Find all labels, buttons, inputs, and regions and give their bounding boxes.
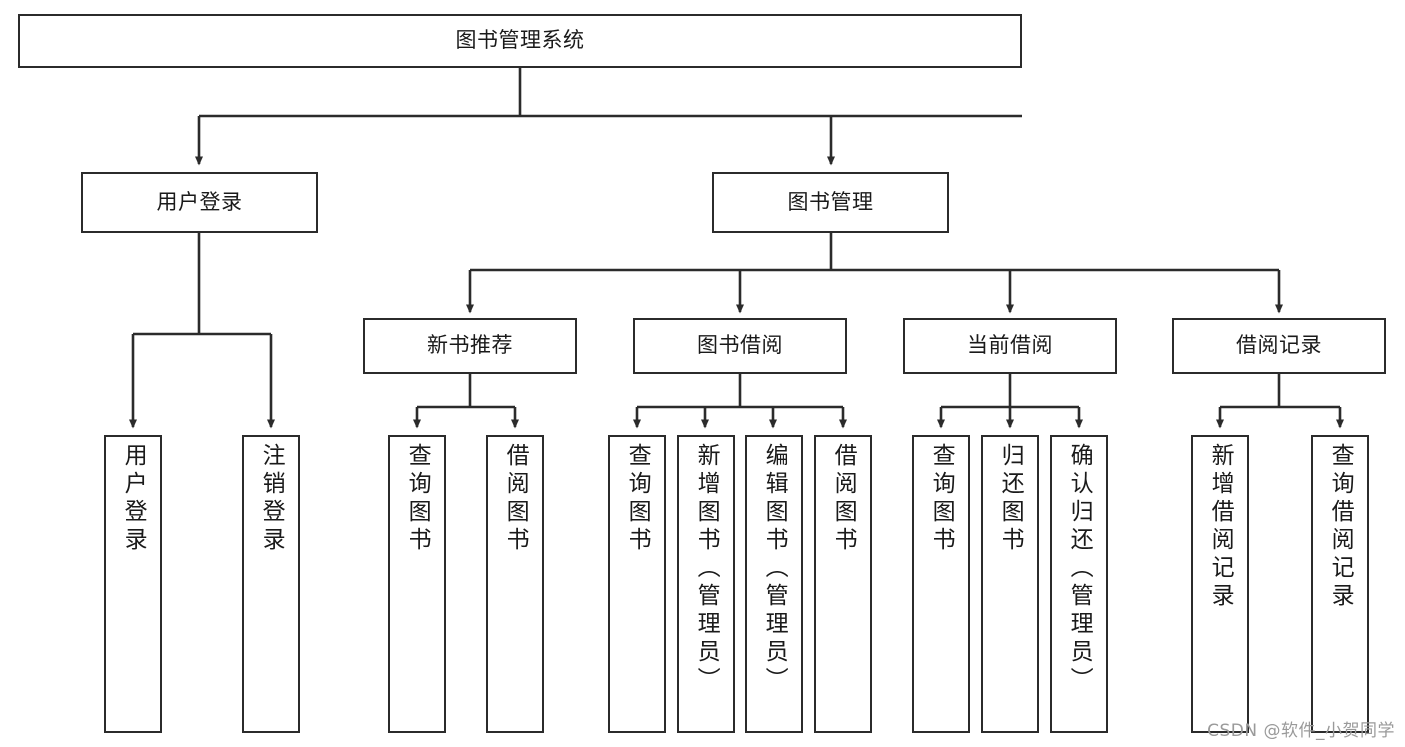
leaf-record-add-record-label: 新增借阅记录 bbox=[1207, 443, 1234, 611]
leaf-current-query-book[interactable]: 查询图书 bbox=[912, 435, 970, 733]
leaf-current-query-book-label: 查询图书 bbox=[928, 443, 955, 555]
leaf-borrow-borrow-book[interactable]: 借阅图书 bbox=[814, 435, 872, 733]
leaf-user-login-logout-label: 注销登录 bbox=[258, 443, 285, 555]
leaf-recommend-borrow-book[interactable]: 借阅图书 bbox=[486, 435, 544, 733]
node-user-login-label: 用户登录 bbox=[156, 189, 243, 214]
node-new-book-recommend[interactable]: 新书推荐 bbox=[363, 318, 577, 374]
node-root-label: 图书管理系统 bbox=[455, 28, 585, 53]
leaf-recommend-query-book-label: 查询图书 bbox=[404, 443, 431, 555]
leaf-user-login-login[interactable]: 用户登录 bbox=[104, 435, 162, 733]
node-borrow-record-label: 借阅记录 bbox=[1236, 333, 1322, 358]
leaf-current-return-book-label: 归还图书 bbox=[997, 443, 1024, 555]
leaf-borrow-add-book-label: 新增图书（管理员） bbox=[693, 443, 720, 695]
leaf-recommend-borrow-book-label: 借阅图书 bbox=[502, 443, 529, 555]
leaf-borrow-edit-book-label: 编辑图书（管理员） bbox=[761, 443, 788, 695]
leaf-record-add-record[interactable]: 新增借阅记录 bbox=[1191, 435, 1249, 733]
leaf-user-login-logout[interactable]: 注销登录 bbox=[242, 435, 300, 733]
node-book-management-label: 图书管理 bbox=[787, 189, 874, 214]
leaf-borrow-query-book[interactable]: 查询图书 bbox=[608, 435, 666, 733]
leaf-borrow-add-book[interactable]: 新增图书（管理员） bbox=[677, 435, 735, 733]
node-user-login[interactable]: 用户登录 bbox=[81, 172, 318, 233]
leaf-current-confirm-return[interactable]: 确认归还（管理员） bbox=[1050, 435, 1108, 733]
leaf-user-login-login-label: 用户登录 bbox=[120, 443, 147, 555]
node-book-borrow[interactable]: 图书借阅 bbox=[633, 318, 847, 374]
node-current-borrow-label: 当前借阅 bbox=[967, 333, 1053, 358]
node-borrow-record[interactable]: 借阅记录 bbox=[1172, 318, 1386, 374]
leaf-borrow-query-book-label: 查询图书 bbox=[624, 443, 651, 555]
node-current-borrow[interactable]: 当前借阅 bbox=[903, 318, 1117, 374]
node-new-book-recommend-label: 新书推荐 bbox=[427, 333, 513, 358]
leaf-borrow-borrow-book-label: 借阅图书 bbox=[830, 443, 857, 555]
node-book-borrow-label: 图书借阅 bbox=[697, 333, 783, 358]
leaf-borrow-edit-book[interactable]: 编辑图书（管理员） bbox=[745, 435, 803, 733]
node-root[interactable]: 图书管理系统 bbox=[18, 14, 1022, 68]
leaf-recommend-query-book[interactable]: 查询图书 bbox=[388, 435, 446, 733]
leaf-record-query-record[interactable]: 查询借阅记录 bbox=[1311, 435, 1369, 733]
leaf-current-return-book[interactable]: 归还图书 bbox=[981, 435, 1039, 733]
node-book-management[interactable]: 图书管理 bbox=[712, 172, 949, 233]
leaf-record-query-record-label: 查询借阅记录 bbox=[1327, 443, 1354, 611]
leaf-current-confirm-return-label: 确认归还（管理员） bbox=[1066, 443, 1093, 695]
